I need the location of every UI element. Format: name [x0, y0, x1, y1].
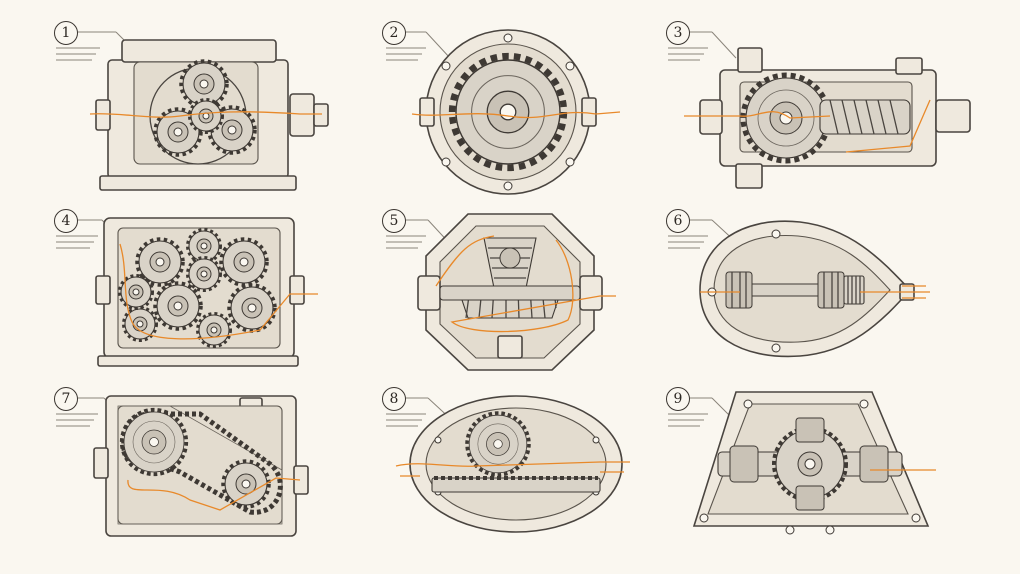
panel-1-number: 1	[54, 21, 78, 45]
panel-6-shaft-bearings	[668, 219, 930, 358]
panel-9-differential	[668, 391, 936, 535]
panel-9-number: 9	[666, 387, 690, 411]
panel-5-number: 5	[382, 209, 406, 233]
panel-6-number: 6	[666, 209, 690, 233]
panel-3-worm-gear	[668, 31, 971, 189]
panel-5-bevel-gear	[386, 213, 616, 371]
panel-4-gear-train	[56, 217, 318, 367]
panel-7-chain-sprocket	[56, 395, 309, 537]
panel-2-spur-gear	[386, 29, 621, 195]
panel-1-planetary-gearbox	[56, 31, 329, 191]
panel-7-number: 7	[54, 387, 78, 411]
panel-8-rack-pinion	[386, 395, 630, 533]
panel-4-number: 4	[54, 209, 78, 233]
panel-2-number: 2	[382, 21, 406, 45]
panel-8-number: 8	[382, 387, 406, 411]
panel-3-number: 3	[666, 21, 690, 45]
